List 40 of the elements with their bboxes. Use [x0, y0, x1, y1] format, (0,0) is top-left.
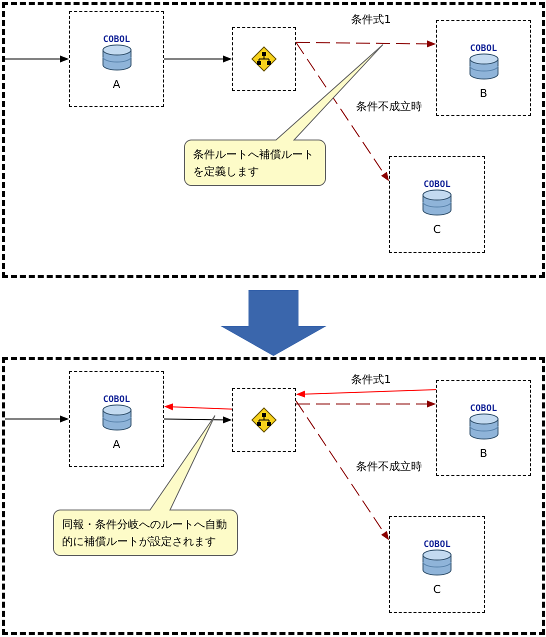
arrow [296, 400, 436, 408]
callout-text: 同報・条件分岐へのルートへ自動的に補償ルートが設定されます [62, 517, 228, 550]
panel-frame [2, 2, 545, 278]
node-label: A [112, 438, 120, 451]
program-box [69, 11, 164, 107]
callout-text: 条件ルートへ補償ルートを定義します [193, 147, 315, 180]
arrow [164, 416, 232, 424]
node-label: B [480, 87, 488, 100]
language-label: COBOL [470, 404, 498, 414]
arrow [4, 56, 69, 62]
edge-label: 条件不成立時 [355, 459, 423, 474]
language-label: COBOL [102, 35, 130, 45]
program-box [436, 380, 531, 476]
transition-arrow [220, 290, 326, 356]
language-label: COBOL [470, 44, 498, 54]
node-label: B [480, 447, 488, 460]
program-box [389, 156, 485, 253]
arrow [296, 42, 389, 182]
language-label: COBOL [423, 540, 451, 550]
callout-bubble [53, 415, 238, 556]
arrow [296, 40, 436, 48]
program-box [69, 371, 164, 467]
step-box [232, 388, 296, 452]
edge-label: 条件不成立時 [355, 99, 423, 114]
arrow [164, 56, 232, 62]
arrow [296, 389, 436, 398]
node-label: C [433, 223, 441, 236]
program-box [389, 516, 485, 613]
edge-label: 条件式1 [350, 372, 392, 387]
program-box [436, 20, 531, 116]
language-label: COBOL [102, 395, 130, 405]
arrow [164, 403, 232, 410]
panel-frame [2, 357, 545, 635]
arrow [296, 400, 389, 540]
step-box [232, 27, 296, 91]
edge-label: 条件式1 [350, 12, 392, 27]
arrow [4, 416, 69, 422]
node-label: C [433, 583, 441, 596]
node-label: A [112, 78, 120, 91]
language-label: COBOL [423, 180, 451, 190]
